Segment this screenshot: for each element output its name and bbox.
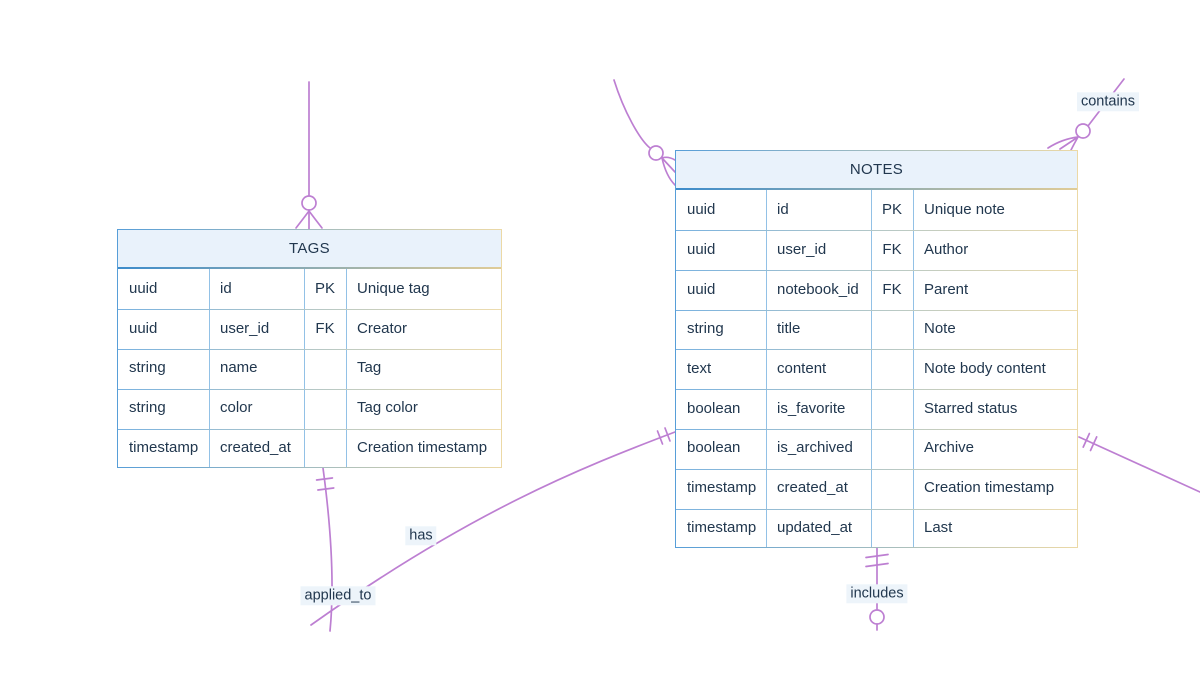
zero-or-many-icon [648, 145, 676, 186]
relationship-label-has: has [405, 526, 437, 546]
one-and-only-one-icon [865, 553, 889, 568]
column-divider [346, 269, 347, 467]
attribute-key: FK [882, 280, 902, 298]
relationship-label-applied-to: applied_to [300, 586, 376, 606]
attribute-name: title [777, 320, 801, 338]
entity-notes: NOTES uuid id PK Unique note uuid user_i… [675, 150, 1078, 548]
attribute-type: uuid [687, 240, 716, 258]
attribute-type: text [687, 359, 712, 377]
attribute-name: id [220, 280, 232, 298]
row-divider [118, 309, 501, 310]
attribute-name: name [220, 359, 258, 377]
attribute-comment: Note body content [924, 359, 1046, 377]
row-divider [676, 230, 1077, 231]
attribute-name: is_archived [777, 439, 853, 457]
attribute-comment: Tag [357, 359, 382, 377]
attribute-name: color [220, 399, 253, 417]
attribute-key [871, 349, 913, 389]
attribute-type: timestamp [687, 518, 757, 536]
attribute-type: boolean [687, 399, 741, 417]
relationship-line [295, 81, 323, 230]
row-divider [118, 389, 501, 390]
attribute-name: updated_at [777, 518, 853, 536]
attribute-type: string [687, 320, 724, 338]
row-divider [676, 349, 1077, 350]
row-divider [676, 509, 1077, 510]
attribute-comment: Tag color [357, 399, 418, 417]
attribute-key [871, 507, 913, 547]
relationship-line [613, 79, 676, 186]
header-underline [676, 188, 1077, 190]
attribute-type: uuid [129, 280, 158, 298]
relationship-line [315, 467, 335, 632]
row-divider [676, 469, 1077, 470]
zero-or-many-icon [295, 195, 323, 230]
attribute-type: uuid [129, 319, 158, 337]
attribute-name: notebook_id [777, 280, 859, 298]
entity-title: NOTES [676, 151, 1077, 188]
column-divider [871, 190, 872, 547]
attribute-comment: Unique tag [357, 280, 430, 298]
attribute-key: FK [882, 240, 902, 258]
relationship-label-includes: includes [846, 584, 908, 604]
zero-or-many-icon [1047, 123, 1091, 151]
column-divider [304, 269, 305, 467]
column-divider [766, 190, 767, 547]
attribute-comment: Parent [924, 280, 969, 298]
attribute-key [871, 468, 913, 508]
attribute-name: user_id [220, 319, 270, 337]
attribute-comment: Creation timestamp [924, 478, 1055, 496]
attribute-comment: Creator [357, 319, 408, 337]
column-divider [913, 190, 914, 547]
attribute-comment: Last [924, 518, 953, 536]
zero-or-many-icon [869, 609, 885, 631]
attribute-key: FK [315, 319, 335, 337]
one-and-only-one-icon [315, 477, 335, 491]
relationship-line [1078, 432, 1200, 493]
entity-tags: TAGS uuid id PK Unique tag uuid user_id … [117, 229, 502, 468]
column-divider [209, 269, 210, 467]
row-divider [676, 310, 1077, 311]
attribute-key: PK [881, 201, 902, 219]
attribute-comment: Starred status [924, 399, 1018, 417]
one-and-only-one-icon [1082, 432, 1098, 452]
attribute-name: id [777, 201, 789, 219]
attribute-comment: Note [924, 320, 956, 338]
entity-title: TAGS [118, 230, 501, 267]
attribute-type: timestamp [687, 478, 757, 496]
attribute-comment: Creation timestamp [357, 438, 488, 456]
row-divider [118, 429, 501, 430]
attribute-type: uuid [687, 280, 716, 298]
attribute-type: string [129, 359, 166, 377]
attribute-key [871, 388, 913, 428]
row-divider [118, 349, 501, 350]
attribute-key [871, 309, 913, 349]
row-divider [676, 429, 1077, 430]
attribute-key: PK [314, 280, 335, 298]
attribute-name: content [777, 359, 827, 377]
attribute-comment: Author [924, 240, 969, 258]
relationship-label-contains: contains [1076, 92, 1140, 112]
attribute-name: is_favorite [777, 399, 846, 417]
header-underline [118, 267, 501, 269]
attribute-name: user_id [777, 240, 827, 258]
relationship-line [1047, 78, 1125, 151]
attribute-key [304, 427, 346, 467]
attribute-type: timestamp [129, 438, 199, 456]
attribute-type: boolean [687, 439, 741, 457]
attribute-key [304, 388, 346, 428]
attribute-type: string [129, 399, 166, 417]
attribute-key [304, 348, 346, 388]
one-and-only-one-icon [656, 427, 671, 445]
attribute-name: created_at [777, 478, 848, 496]
attribute-type: uuid [687, 201, 716, 219]
attribute-key [871, 428, 913, 468]
attribute-comment: Archive [924, 439, 975, 457]
row-divider [676, 389, 1077, 390]
attribute-name: created_at [220, 438, 291, 456]
attribute-comment: Unique note [924, 201, 1005, 219]
row-divider [676, 270, 1077, 271]
